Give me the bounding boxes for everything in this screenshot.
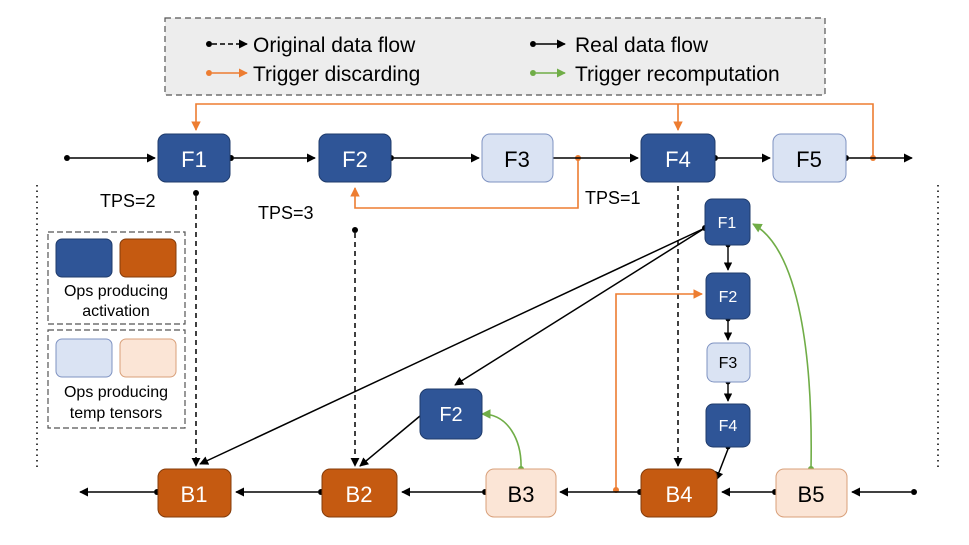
- tps-label-2: TPS=3: [258, 203, 314, 223]
- legend-box: [164, 17, 826, 96]
- original-flow-verticals: [191, 186, 683, 467]
- node-f1: F1: [157, 133, 231, 183]
- node-f4: F4: [640, 133, 716, 183]
- key-activation-bwd-swatch: [119, 238, 177, 278]
- node-b3: B3: [485, 468, 557, 518]
- node-b2: B2: [321, 468, 398, 518]
- recomputed-node-f2-label: F2: [719, 289, 738, 306]
- forward-chain: [64, 153, 913, 163]
- key-activation-line2: activation: [82, 303, 150, 320]
- recomputed-node-f1-label: F1: [718, 215, 737, 232]
- key-activation-line1: Ops producing: [64, 283, 168, 300]
- recomputed-node-f3-label: F3: [719, 355, 738, 372]
- discard-lines-bottom: [613, 289, 703, 493]
- tps-label-1: TPS=2: [100, 191, 156, 211]
- node-b5: B5: [775, 468, 848, 518]
- legend-real-flow: Real data flow: [575, 34, 709, 57]
- node-b2-label: B2: [346, 482, 373, 507]
- node-f5-label: F5: [796, 147, 822, 172]
- recomputed-node-f2: F2: [705, 272, 751, 320]
- recomputed-node-f4-label: F4: [719, 418, 738, 435]
- legend: Original data flow Real data flow Trigge…: [164, 17, 826, 96]
- node-f5: F5: [772, 133, 847, 183]
- key-temp-bwd-swatch: [119, 338, 177, 378]
- node-b5-label: B5: [798, 482, 825, 507]
- recomputed-node-f4: F4: [705, 403, 751, 448]
- recomputed-node-f2-mid-label: F2: [439, 404, 462, 426]
- key-temp-fwd-swatch: [55, 338, 113, 378]
- legend-trigger-recomputation: Trigger recomputation: [575, 63, 780, 86]
- node-b3-label: B3: [508, 482, 535, 507]
- recomputed-node-f2-mid: F2: [419, 388, 483, 440]
- node-f1-label: F1: [181, 147, 207, 172]
- node-b1: B1: [157, 468, 232, 518]
- recompute-lines: [481, 223, 814, 472]
- recomputed-node-f3: F3: [706, 342, 751, 383]
- key-temp-line2: temp tensors: [70, 405, 162, 422]
- tps-label-3: TPS=1: [585, 188, 641, 208]
- node-f2: F2: [318, 133, 392, 183]
- node-b1-label: B1: [181, 482, 208, 507]
- node-f2-label: F2: [342, 147, 368, 172]
- node-b4: B4: [640, 468, 718, 518]
- key-temp-box: [47, 329, 186, 429]
- node-f3-label: F3: [504, 147, 530, 172]
- backward-chain: [79, 487, 917, 497]
- legend-original-flow: Original data flow: [253, 34, 416, 57]
- recomputed-node-f1: F1: [704, 198, 751, 246]
- node-f3: F3: [481, 133, 554, 183]
- key-activation-box: [47, 231, 186, 325]
- node-b4-label: B4: [666, 482, 693, 507]
- real-flow-lines: [199, 225, 733, 481]
- legend-trigger-discarding: Trigger discarding: [253, 63, 420, 86]
- node-f4-label: F4: [665, 147, 691, 172]
- key-temp-line1: Ops producing: [64, 384, 168, 401]
- ops-key: Ops producing activation Ops producing t…: [47, 231, 186, 429]
- key-activation-fwd-swatch: [55, 238, 113, 278]
